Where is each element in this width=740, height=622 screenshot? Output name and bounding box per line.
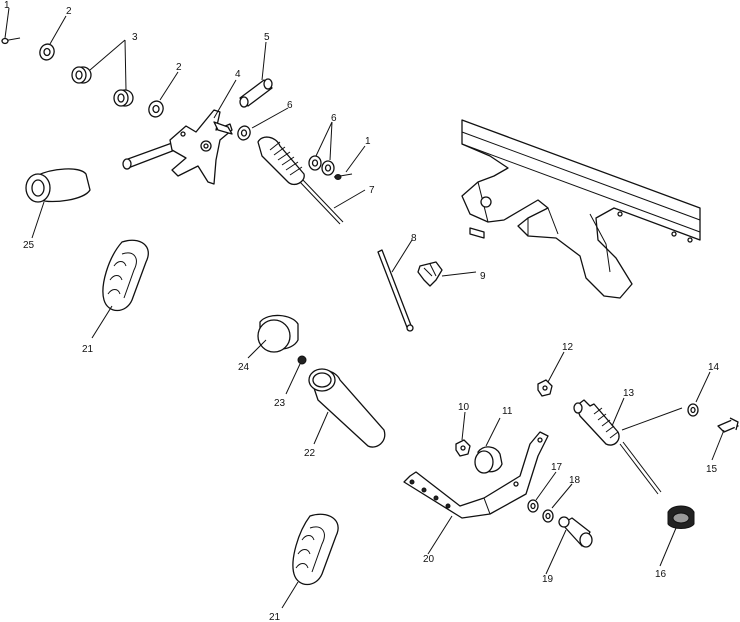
callout-23: 23 xyxy=(274,398,286,409)
clip-9 xyxy=(417,261,443,287)
washer-6-right-b xyxy=(321,160,335,176)
callout-22: 22 xyxy=(304,448,316,459)
cotter-pin-1-top xyxy=(1,37,21,45)
callout-11: 11 xyxy=(502,406,513,417)
callout-labels: 1 2 3 2 4 5 6 6 1 7 8 9 25 21 24 23 22 1… xyxy=(4,0,720,622)
callout-18: 18 xyxy=(569,475,581,486)
callout-15: 15 xyxy=(706,464,718,475)
washer-18 xyxy=(542,509,554,523)
callout-20: 20 xyxy=(423,554,435,565)
shift-lever-20 xyxy=(403,431,549,519)
bumper-11 xyxy=(474,446,503,474)
callout-9: 9 xyxy=(480,271,486,282)
washer-17 xyxy=(527,499,539,513)
callout-21-lower: 21 xyxy=(269,612,281,622)
callout-10: 10 xyxy=(458,402,470,413)
grip-21-lower xyxy=(292,513,339,586)
callout-17: 17 xyxy=(551,462,563,473)
callout-24: 24 xyxy=(238,362,250,373)
rod-8 xyxy=(377,249,414,332)
bolt-15 xyxy=(717,417,739,433)
callout-2-top: 2 xyxy=(66,6,72,17)
washer-6-left xyxy=(237,125,251,141)
callout-12: 12 xyxy=(562,342,574,353)
callout-6-right: 6 xyxy=(331,113,337,124)
callout-14: 14 xyxy=(708,362,720,373)
washer-2-middle xyxy=(148,100,164,118)
callout-4: 4 xyxy=(235,69,241,80)
knob-25 xyxy=(25,168,91,203)
cotter-pin-1-right xyxy=(333,173,353,180)
callout-3: 3 xyxy=(132,32,138,43)
handle-22 xyxy=(308,368,386,448)
callout-7: 7 xyxy=(369,185,375,196)
grip-21-upper xyxy=(102,239,149,312)
pivot-bolt-19 xyxy=(558,516,593,548)
cap-24 xyxy=(257,314,299,353)
bushing-3-left xyxy=(71,66,92,84)
leader-lines xyxy=(4,7,725,609)
callout-19: 19 xyxy=(542,574,554,585)
callout-21-upper: 21 xyxy=(82,344,94,355)
nut-10 xyxy=(455,439,471,457)
shift-cable-7 xyxy=(257,136,344,225)
callout-1-right: 1 xyxy=(365,136,371,147)
nut-12 xyxy=(537,379,553,397)
callout-5: 5 xyxy=(264,32,270,43)
cable-13 xyxy=(573,399,683,495)
clamp-16 xyxy=(667,505,695,529)
shift-arm-4 xyxy=(122,109,233,185)
callout-2-middle: 2 xyxy=(176,62,182,73)
washer-14 xyxy=(687,403,699,417)
frame-chassis xyxy=(461,119,701,299)
washer-6-right-a xyxy=(308,155,322,171)
callout-8: 8 xyxy=(411,233,417,244)
callout-13: 13 xyxy=(623,388,635,399)
callout-6-left: 6 xyxy=(287,100,293,111)
callout-1-top: 1 xyxy=(4,0,10,11)
pin-5 xyxy=(239,78,273,108)
bushing-3-right xyxy=(113,89,134,107)
screw-23 xyxy=(297,355,307,365)
washer-2-top xyxy=(39,43,55,61)
callout-25: 25 xyxy=(23,240,35,251)
callout-16: 16 xyxy=(655,569,667,580)
